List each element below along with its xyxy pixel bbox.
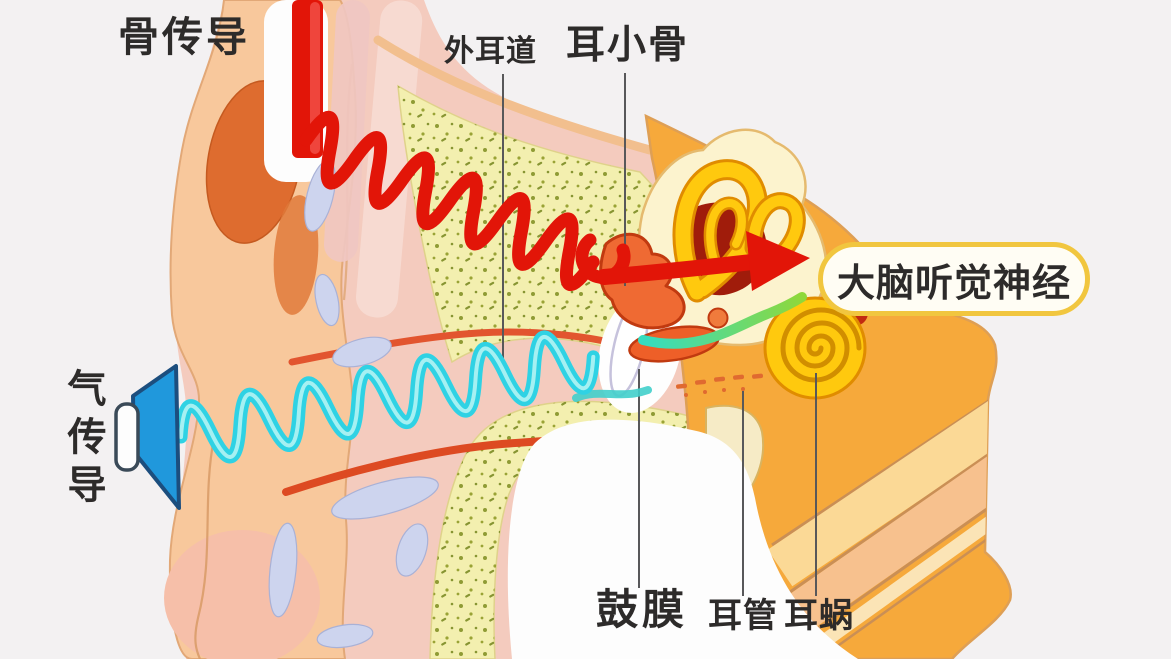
label-eardrum: 鼓膜 — [596, 586, 689, 633]
label-brain-auditory-nerve: 大脑听觉神经 — [836, 262, 1071, 305]
brain-arrow — [596, 231, 810, 291]
label-ossicles: 耳小骨 — [566, 24, 690, 67]
neck-bands — [767, 350, 1011, 659]
middle-ear-cavity — [507, 419, 858, 659]
label-air-conduction: 气传导 — [61, 368, 105, 512]
cartilage-blobs — [268, 160, 439, 649]
air-conduction-wave — [174, 330, 652, 464]
label-ear-tube: 耳管 — [708, 597, 778, 635]
bone-dashes — [676, 373, 764, 397]
label-external-ear-canal: 外耳道 — [444, 35, 537, 68]
skin-top-edge — [373, 35, 655, 155]
brain-auditory-nerve-capsule: 大脑听觉神经 — [818, 242, 1090, 316]
speaker-icon — [114, 364, 181, 510]
label-cochlea: 耳蜗 — [784, 597, 854, 635]
label-bone-conduction: 骨传导 — [118, 14, 250, 60]
cochlea-spiral — [763, 296, 867, 400]
neural-signal-stream — [638, 292, 807, 349]
